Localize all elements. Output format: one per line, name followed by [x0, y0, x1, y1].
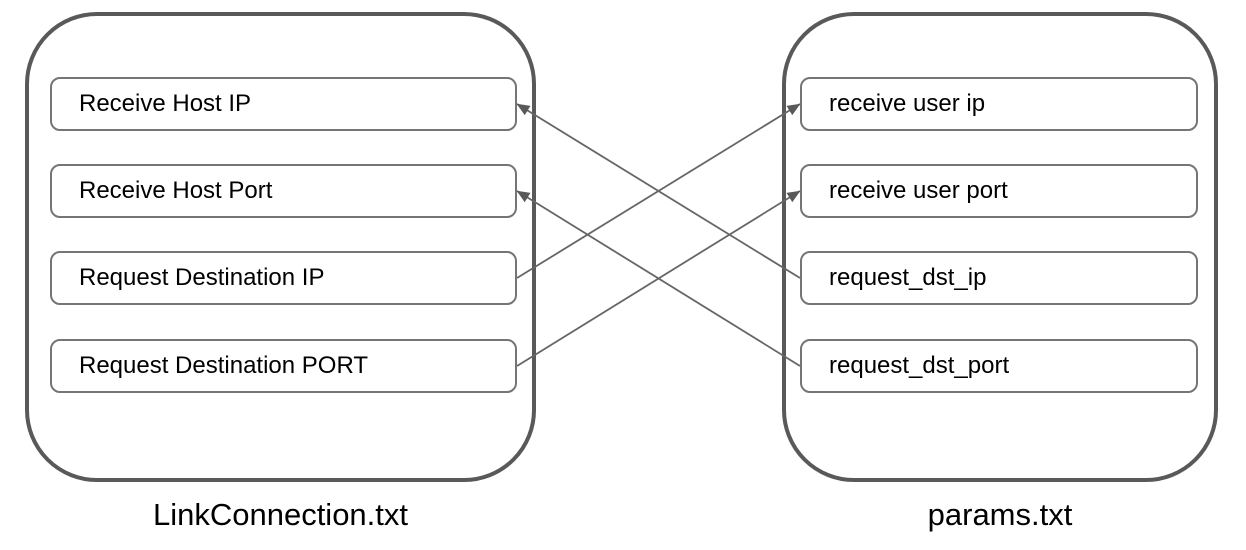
field-label: Request Destination IP — [79, 264, 325, 291]
field-request-destination-port: Request Destination PORT — [50, 339, 517, 393]
left-group-title: LinkConnection.txt — [152, 497, 409, 532]
field-label: Request Destination PORT — [79, 352, 369, 379]
connector-request-destination-ip-to-receive-user-ip — [516, 103, 801, 279]
field-receive-user-ip: receive user ip — [800, 77, 1198, 131]
field-receive-host-port: Receive Host Port — [50, 164, 517, 218]
field-label: Receive Host Port — [79, 177, 273, 204]
field-receive-user-port: receive user port — [800, 164, 1198, 218]
field-request-destination-ip: Request Destination IP — [50, 251, 517, 305]
connector-request-dst-ip-to-receive-host-ip — [516, 103, 801, 279]
field-receive-host-ip: Receive Host IP — [50, 77, 517, 131]
right-group-title: params.txt — [927, 497, 1073, 532]
field-label: receive user port — [829, 177, 1008, 204]
field-request-dst-ip: request_dst_ip — [800, 251, 1198, 305]
field-label: request_dst_ip — [829, 264, 987, 291]
field-label: Receive Host IP — [79, 90, 252, 117]
connector-request-dst-port-to-receive-host-port — [516, 190, 801, 367]
field-label: request_dst_port — [829, 352, 1010, 379]
field-request-dst-port: request_dst_port — [800, 339, 1198, 393]
field-label: receive user ip — [829, 90, 986, 117]
connector-request-destination-port-to-receive-user-port — [516, 190, 801, 367]
